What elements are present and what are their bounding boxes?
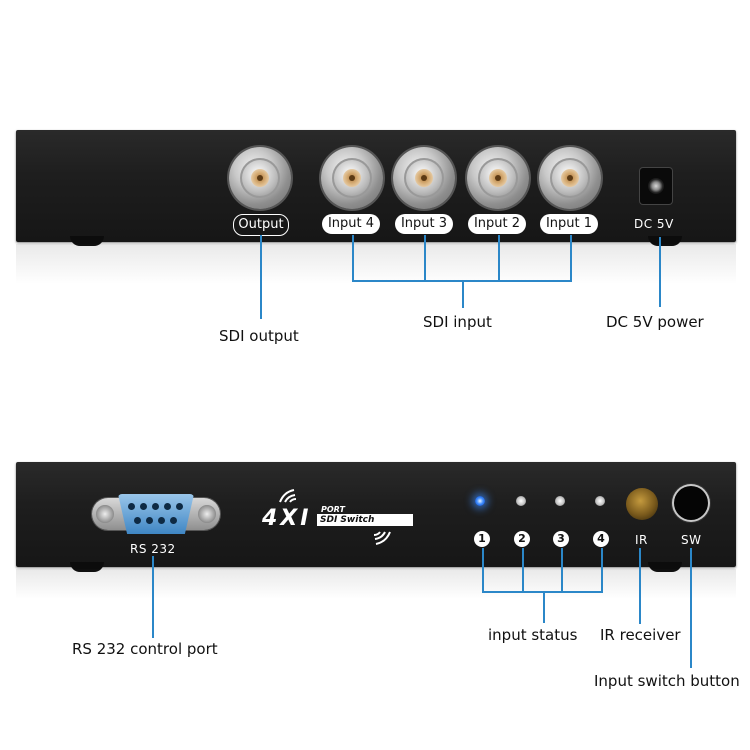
logo-4x1: 4XI	[262, 506, 312, 531]
sdi-input-1-connector[interactable]	[539, 147, 601, 209]
back-panel-foot-left	[70, 236, 104, 246]
rs232-db9-connector[interactable]	[92, 494, 220, 534]
dc-power-jack[interactable]	[640, 168, 672, 204]
sdi-input-4-connector[interactable]	[321, 147, 383, 209]
rs232-port-label: RS 232	[130, 542, 176, 556]
input-2-port-label: Input 2	[468, 214, 526, 234]
input-status-callout: input status	[488, 626, 578, 644]
dc-power-callout: DC 5V power	[606, 313, 704, 331]
led-number-3: 3	[553, 531, 569, 547]
output-port-label: Output	[233, 214, 289, 236]
signal-wave-icon	[279, 489, 297, 503]
sdi-input-callout-stem	[462, 280, 464, 308]
input-4-status-led	[595, 496, 605, 506]
input-1-status-led	[475, 496, 485, 506]
sdi-input-callout: SDI input	[423, 313, 492, 331]
sdi-input-3-connector[interactable]	[393, 147, 455, 209]
led-1-callout-line	[482, 548, 484, 592]
front-panel-reflection	[16, 569, 736, 599]
sdi-input-2-connector[interactable]	[467, 147, 529, 209]
input-3-status-led	[555, 496, 565, 506]
switch-button-callout: Input switch button	[594, 672, 740, 690]
rs232-callout: RS 232 control port	[72, 640, 218, 658]
led-3-callout-line	[561, 548, 563, 592]
signal-wave-icon	[373, 531, 391, 545]
input-1-port-label: Input 1	[540, 214, 598, 234]
rs232-callout-line	[152, 556, 154, 638]
sdi-output-connector[interactable]	[229, 147, 291, 209]
screw-icon	[198, 505, 216, 523]
ir-receiver-callout: IR receiver	[600, 626, 681, 644]
sw-label: SW	[681, 533, 702, 547]
led-4-callout-line	[601, 548, 603, 592]
ir-label: IR	[635, 533, 648, 547]
back-panel-foot-right	[648, 236, 682, 246]
logo-port-text: PORT	[321, 505, 345, 514]
switch-button-callout-line	[690, 548, 692, 668]
input-2-callout-line	[498, 235, 500, 281]
input-3-port-label: Input 3	[395, 214, 453, 234]
logo-sdi-switch: SDI Switch	[317, 514, 413, 526]
input-2-status-led	[516, 496, 526, 506]
input-status-callout-stem	[543, 591, 545, 623]
led-number-2: 2	[514, 531, 530, 547]
front-panel-foot-left	[70, 562, 104, 572]
led-2-callout-line	[522, 548, 524, 592]
ir-callout-line	[639, 548, 641, 624]
sdi-output-callout: SDI output	[219, 327, 299, 345]
front-panel-foot-right	[648, 562, 682, 572]
input-switch-button[interactable]	[674, 486, 708, 520]
ir-receiver-window	[626, 488, 658, 520]
input-status-callout-bracket	[482, 591, 603, 593]
led-number-1: 1	[474, 531, 490, 547]
dc-power-callout-line	[659, 237, 661, 307]
led-number-4: 4	[593, 531, 609, 547]
screw-icon	[96, 505, 114, 523]
sdi-output-callout-line	[260, 235, 262, 319]
input-4-port-label: Input 4	[322, 214, 380, 234]
input-4-callout-line	[352, 235, 354, 281]
dc-port-label: DC 5V	[634, 217, 674, 231]
input-3-callout-line	[424, 235, 426, 281]
back-panel-reflection	[16, 244, 736, 284]
input-1-callout-line	[570, 235, 572, 281]
